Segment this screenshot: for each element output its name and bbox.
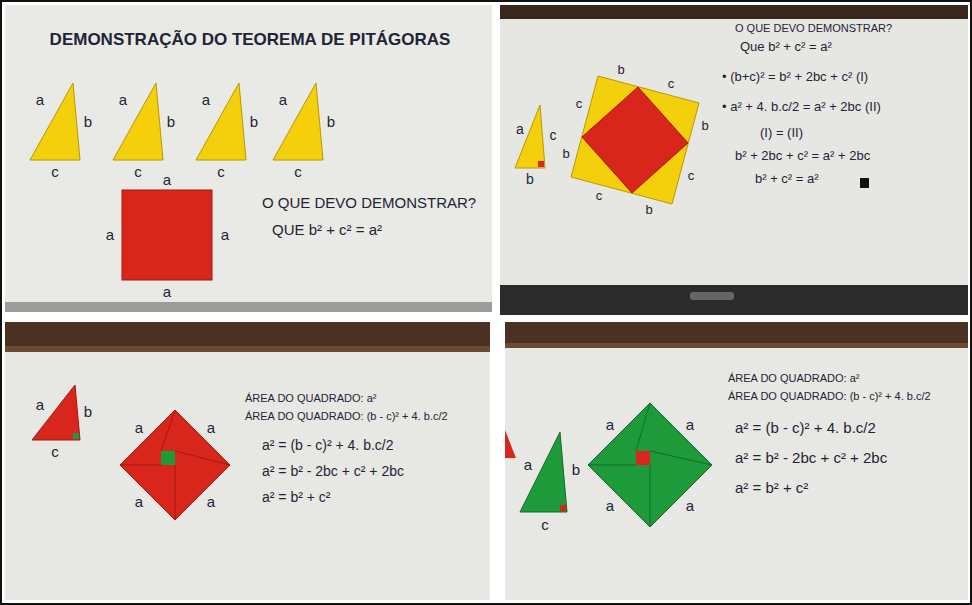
green-triangle bbox=[520, 432, 567, 512]
side-label: a bbox=[221, 227, 229, 244]
red-triangle bbox=[505, 430, 516, 458]
side-label: c bbox=[550, 128, 557, 143]
red-square bbox=[120, 410, 230, 520]
side-label: b bbox=[562, 147, 569, 161]
magnet bbox=[860, 178, 869, 188]
side-label: c bbox=[134, 164, 142, 181]
area-note: ÁREA DO QUADRADO: a² bbox=[728, 372, 859, 384]
green-square bbox=[161, 451, 175, 465]
side-label: b bbox=[701, 119, 708, 133]
side-label: c bbox=[51, 444, 59, 461]
red-square bbox=[636, 451, 650, 465]
equation: (I) = (II) bbox=[760, 126, 803, 140]
side-label: c bbox=[217, 164, 225, 181]
equation: a² = (b - c)² + 4. b.c/2 bbox=[735, 420, 876, 437]
side-label: a bbox=[36, 397, 44, 414]
side-label: c bbox=[596, 189, 603, 203]
equation: a² = b² + c² bbox=[262, 490, 330, 505]
side-label: a bbox=[279, 92, 287, 109]
whiteboard bbox=[505, 322, 968, 600]
right-angle-mark bbox=[538, 161, 544, 167]
side-label: c bbox=[668, 77, 675, 91]
equation: • (b+c)² = b² + 2bc + c² (I) bbox=[722, 70, 868, 84]
side-label: a bbox=[606, 498, 614, 515]
wood-frame bbox=[505, 343, 968, 348]
equation: a² = b² - 2bc + c² + 2bc bbox=[735, 450, 887, 467]
right-angle-mark bbox=[73, 433, 79, 439]
question: O QUE DEVO DEMONSTRAR? bbox=[735, 22, 892, 34]
yellow-triangles bbox=[30, 83, 323, 160]
side-label: a bbox=[207, 420, 215, 437]
yellow-square bbox=[571, 76, 699, 204]
wood-frame bbox=[505, 322, 968, 348]
side-label: b bbox=[645, 203, 652, 217]
side-label: b bbox=[327, 114, 335, 131]
equation: • a² + 4. b.c/2 = a² + 2bc (II) bbox=[722, 100, 881, 114]
side-label: c bbox=[576, 97, 583, 111]
right-angle-mark bbox=[560, 505, 566, 511]
side-label: a bbox=[163, 284, 171, 301]
side-label: a bbox=[163, 172, 171, 189]
side-label: b bbox=[617, 63, 624, 77]
question: O QUE DEVO DEMONSTRAR? bbox=[262, 195, 476, 212]
title: DEMONSTRAÇÃO DO TEOREMA DE PITÁGORAS bbox=[50, 31, 451, 50]
side-label: a bbox=[606, 417, 614, 434]
side-label: c bbox=[51, 164, 59, 181]
statement: Que b² + c² = a² bbox=[740, 40, 832, 54]
equation: b² + c² = a² bbox=[755, 172, 819, 186]
side-label: a bbox=[207, 494, 215, 511]
side-label: b bbox=[250, 114, 258, 131]
whiteboard bbox=[500, 5, 968, 315]
side-label: c bbox=[294, 164, 302, 181]
whiteboard bbox=[5, 322, 490, 600]
photo-panel: DEMONSTRAÇÃO DO TEOREMA DE PITÁGORAS a b c a… bbox=[5, 5, 492, 312]
equation: a² = (b - c)² + 4. b.c/2 bbox=[262, 438, 394, 453]
side-label: a bbox=[686, 498, 694, 515]
side-label: b bbox=[84, 114, 92, 131]
equation: a² = b² + c² bbox=[735, 480, 808, 497]
whiteboard bbox=[5, 5, 492, 312]
eraser bbox=[690, 292, 734, 300]
side-label: a bbox=[516, 122, 524, 137]
side-label: a bbox=[135, 420, 143, 437]
wood-frame bbox=[500, 5, 968, 19]
red-square bbox=[582, 87, 688, 193]
triangle-edges bbox=[120, 410, 230, 520]
side-label: a bbox=[202, 92, 210, 109]
side-label: b bbox=[84, 404, 92, 421]
red-triangle bbox=[32, 385, 80, 440]
area-note: ÁREA DO QUADRADO: (b - c)² + 4. b.c/2 bbox=[245, 410, 448, 422]
side-label: a bbox=[36, 92, 44, 109]
side-label: a bbox=[106, 227, 114, 244]
side-label: c bbox=[541, 517, 549, 534]
area-note: ÁREA DO QUADRADO: a² bbox=[245, 392, 376, 404]
wood-frame bbox=[5, 322, 490, 352]
side-label: a bbox=[135, 494, 143, 511]
wood-frame bbox=[5, 346, 490, 352]
side-label: b bbox=[526, 172, 534, 187]
side-label: a bbox=[524, 457, 532, 474]
red-square bbox=[122, 190, 212, 280]
photo-panel: acbbcbcbcbcO QUE DEVO DEMONSTRAR?Que b² … bbox=[500, 5, 968, 315]
green-square bbox=[588, 403, 712, 527]
area-note: ÁREA DO QUADRADO: (b - c)² + 4. b.c/2 bbox=[728, 390, 931, 402]
photo-panel: a b c a a a a ÁREA DO QUADRADO: a² ÁREA DO QUADR… bbox=[505, 322, 968, 600]
yellow-triangle bbox=[515, 105, 545, 168]
board-tray bbox=[5, 302, 492, 312]
side-label: a bbox=[686, 417, 694, 434]
equation: b² + 2bc + c² = a² + 2bc bbox=[735, 149, 870, 163]
photo-panel: a b c a a a a ÁREA DO QUADRADO: a² ÁREA DO QUADR… bbox=[5, 322, 490, 600]
side-label: b bbox=[167, 114, 175, 131]
side-label: a bbox=[119, 92, 127, 109]
statement: QUE b² + c² = a² bbox=[272, 222, 382, 239]
side-label: c bbox=[688, 169, 695, 183]
board-tray bbox=[500, 285, 968, 315]
side-label: b bbox=[572, 462, 580, 479]
triangle-edges bbox=[588, 403, 712, 527]
equation: a² = b² - 2bc + c² + 2bc bbox=[262, 464, 404, 479]
